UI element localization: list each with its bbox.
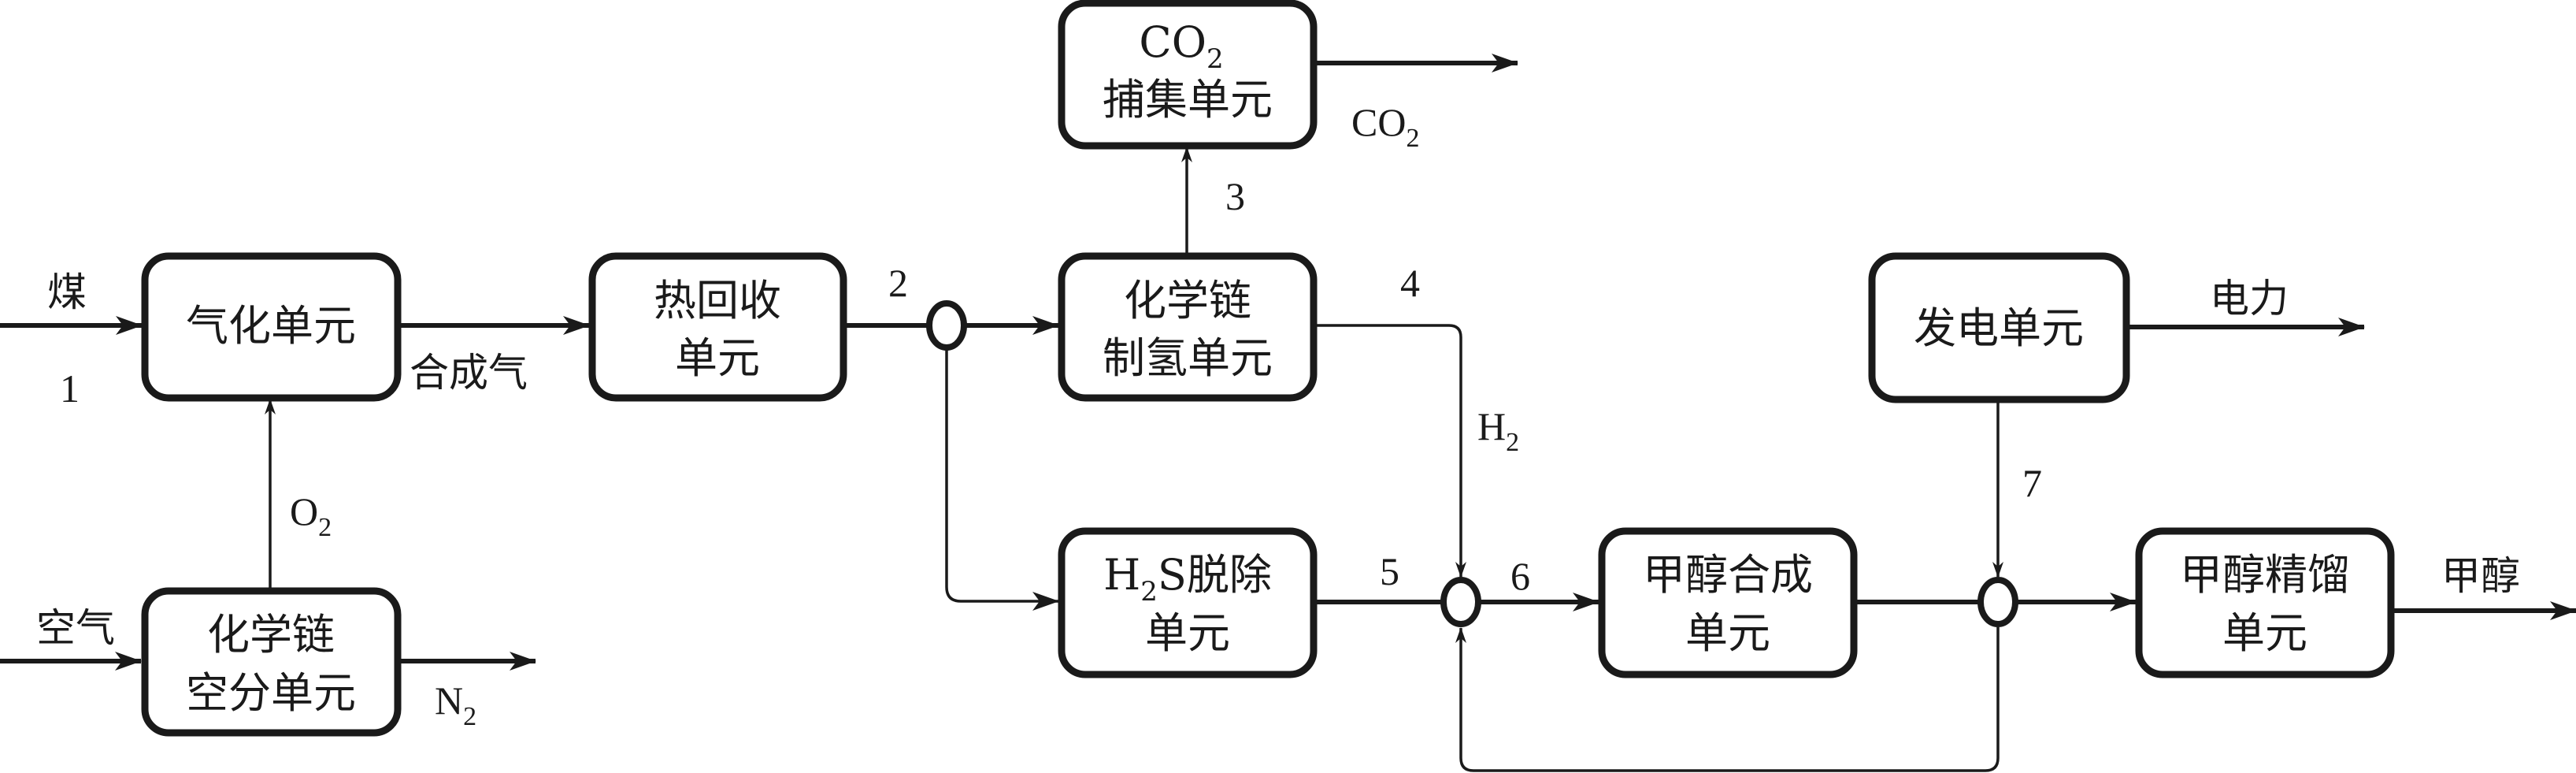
label-h2: H2 (1477, 404, 1519, 457)
label-power: 电力 (2210, 276, 2289, 321)
unit-h2s-removal: H2S脱除 单元 (1058, 527, 1318, 678)
label-air: 空气 (36, 605, 115, 651)
unit-h2s-removal-label-2: 单元 (1145, 608, 1230, 658)
unit-methanol-distillation-label-1: 甲醇精馏 (2180, 550, 2350, 600)
unit-methanol-distillation-label-2: 单元 (2222, 608, 2307, 658)
unit-heat-recovery-label-1: 热回收 (654, 276, 781, 325)
stream-number-1: 1 (60, 366, 80, 411)
unit-chem-loop-asu: 化学链 空分单元 (141, 587, 402, 737)
unit-h2s-removal-label-1: H2S脱除 (1103, 550, 1272, 608)
recycle-loop-arrow (1455, 627, 2000, 772)
label-coal: 煤 (47, 269, 87, 315)
stream-labels: 煤 合成气 空气 O2 N2 CO2 H2 电力 甲醇 (36, 100, 2520, 731)
label-n2: N2 (435, 678, 476, 731)
unit-power: 发电单元 (1868, 252, 2130, 403)
unit-co2-capture-label-2: 捕集单元 (1103, 75, 1273, 124)
label-methanol: 甲醇 (2441, 553, 2520, 599)
unit-methanol-synthesis: 甲醇合成 单元 (1598, 527, 1858, 678)
unit-co2-capture: CO2 捕集单元 (1058, 0, 1318, 150)
junction-stream-7 (1977, 577, 2018, 627)
unit-chem-loop-h2-label-2: 制氢单元 (1103, 333, 1273, 383)
unit-methanol-synthesis-label-1: 甲醇合成 (1643, 550, 1813, 600)
unit-gasifier-label: 气化单元 (186, 301, 356, 351)
unit-chem-loop-asu-label-1: 化学链 (207, 610, 335, 660)
stream-number-7: 7 (2022, 461, 2042, 505)
unit-heat-recovery: 热回收 单元 (588, 252, 847, 402)
unit-chem-loop-h2: 化学链 制氢单元 (1058, 252, 1318, 402)
unit-power-label: 发电单元 (1914, 303, 2084, 353)
stream-number-6: 6 (1510, 554, 1530, 598)
label-o2: O2 (290, 489, 332, 542)
stream-number-4: 4 (1400, 261, 1420, 305)
unit-methanol-distillation: 甲醇精馏 单元 (2135, 527, 2395, 678)
junction-stream-6 (1440, 577, 1481, 627)
unit-chem-loop-h2-label-1: 化学链 (1124, 276, 1251, 325)
stream-numbers: 1 2 3 4 5 6 7 (60, 174, 2042, 598)
unit-chem-loop-asu-label-2: 空分单元 (186, 668, 356, 718)
bypass-to-h2s-arrow (945, 349, 1059, 611)
unit-methanol-synthesis-label-2: 单元 (1685, 608, 1770, 658)
label-co2-outlet: CO2 (1351, 100, 1419, 153)
stream-number-2: 2 (888, 261, 908, 305)
junction-stream-2 (926, 300, 967, 351)
stream-number-5: 5 (1380, 549, 1399, 593)
unit-heat-recovery-label-2: 单元 (675, 333, 760, 383)
connections (0, 54, 2576, 772)
unit-gasifier: 气化单元 (141, 252, 402, 402)
label-syngas: 合成气 (410, 350, 528, 396)
stream-number-3: 3 (1225, 174, 1245, 218)
h2-stream-4-arrow (1314, 324, 1466, 578)
unit-co2-capture-label-1: CO2 (1139, 17, 1223, 75)
